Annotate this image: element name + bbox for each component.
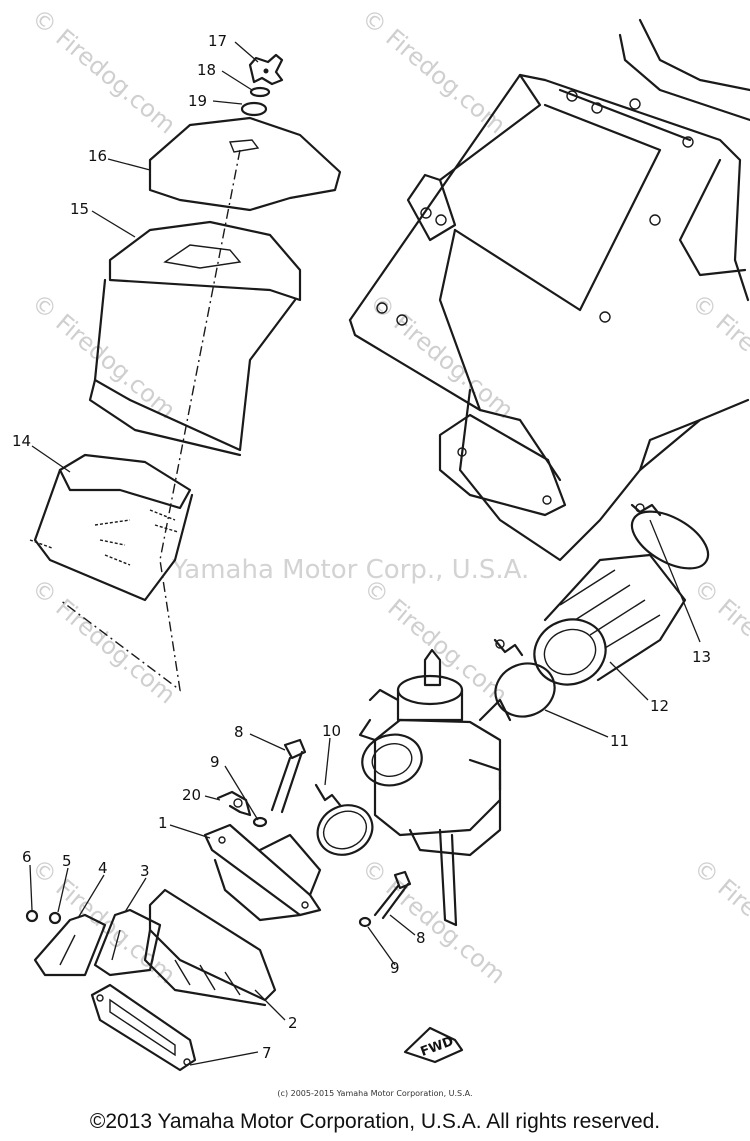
bolt-lower [373, 870, 412, 920]
hose-clamp-upper [630, 503, 710, 570]
air-filter-element [88, 220, 302, 457]
reed-stopper [33, 913, 107, 977]
washer-small [48, 911, 62, 925]
callout-10: 10 [322, 722, 341, 740]
callout-20: 20 [182, 786, 201, 804]
bolt-upper [270, 738, 307, 814]
callout-12: 12 [650, 697, 669, 715]
watermark: © Firedog.com [358, 573, 513, 709]
watermark: © Firedog.com [688, 853, 750, 989]
callout-4: 4 [98, 859, 108, 877]
watermark-center: Yamaha Motor Corp., U.S.A. [171, 555, 529, 585]
carburetor [358, 648, 512, 927]
callout-18: 18 [197, 61, 216, 79]
watermark: © Firedog.com [26, 3, 181, 139]
callout-7: 7 [262, 1044, 272, 1062]
wing-nut [248, 53, 284, 86]
screw [25, 909, 39, 923]
air-filter-cap [148, 116, 342, 212]
watermark: © Firedog.com [356, 853, 511, 989]
watermark: © Firedog.com [688, 573, 750, 709]
callout-1: 1 [158, 814, 168, 832]
watermark: © Firedog.com [356, 3, 511, 139]
intake-manifold [203, 823, 322, 922]
spring-washer [252, 816, 268, 828]
watermark: © Firedog.com [26, 573, 181, 709]
hose-clamp-middle [493, 638, 556, 718]
gasket [90, 983, 197, 1072]
watermark-layer: © Firedog.com © Firedog.com © Firedog.co… [26, 3, 750, 989]
callout-16: 16 [88, 147, 107, 165]
washer-large [240, 101, 268, 117]
callout-14: 14 [12, 432, 31, 450]
callout-6: 6 [22, 848, 32, 866]
fwd-arrow: FWD [403, 1026, 464, 1064]
frame-airbox [348, 18, 750, 562]
reed-valve [143, 888, 277, 1007]
hose-clamp-lower [314, 783, 374, 856]
callout-19: 19 [188, 92, 207, 110]
spring-washer-lower [358, 916, 372, 928]
callout-15: 15 [70, 200, 89, 218]
callout-11: 11 [610, 732, 629, 750]
callout-3: 3 [140, 862, 150, 880]
leader-lines [29, 41, 701, 1066]
reed-petal [93, 908, 162, 977]
callout-9-upper: 9 [210, 753, 220, 771]
callout-2: 2 [288, 1014, 298, 1032]
hose-clip [216, 790, 252, 817]
washer [249, 86, 271, 98]
callout-numbers: 17 18 19 16 15 14 13 12 11 10 8 9 20 1 6… [12, 32, 711, 1062]
callout-9-lower: 9 [390, 959, 400, 977]
callout-5: 5 [62, 852, 72, 870]
diagram-copyright: (c) 2005-2015 Yamaha Motor Corporation, … [277, 1089, 473, 1098]
callout-8-lower: 8 [416, 929, 426, 947]
watermark: © Firedog.com [26, 288, 181, 424]
callout-17: 17 [208, 32, 227, 50]
footer-copyright: ©2013 Yamaha Motor Corporation, U.S.A. A… [89, 1110, 661, 1133]
air-filter-guide [29, 453, 194, 602]
callout-13: 13 [692, 648, 711, 666]
callout-8-upper: 8 [234, 723, 244, 741]
